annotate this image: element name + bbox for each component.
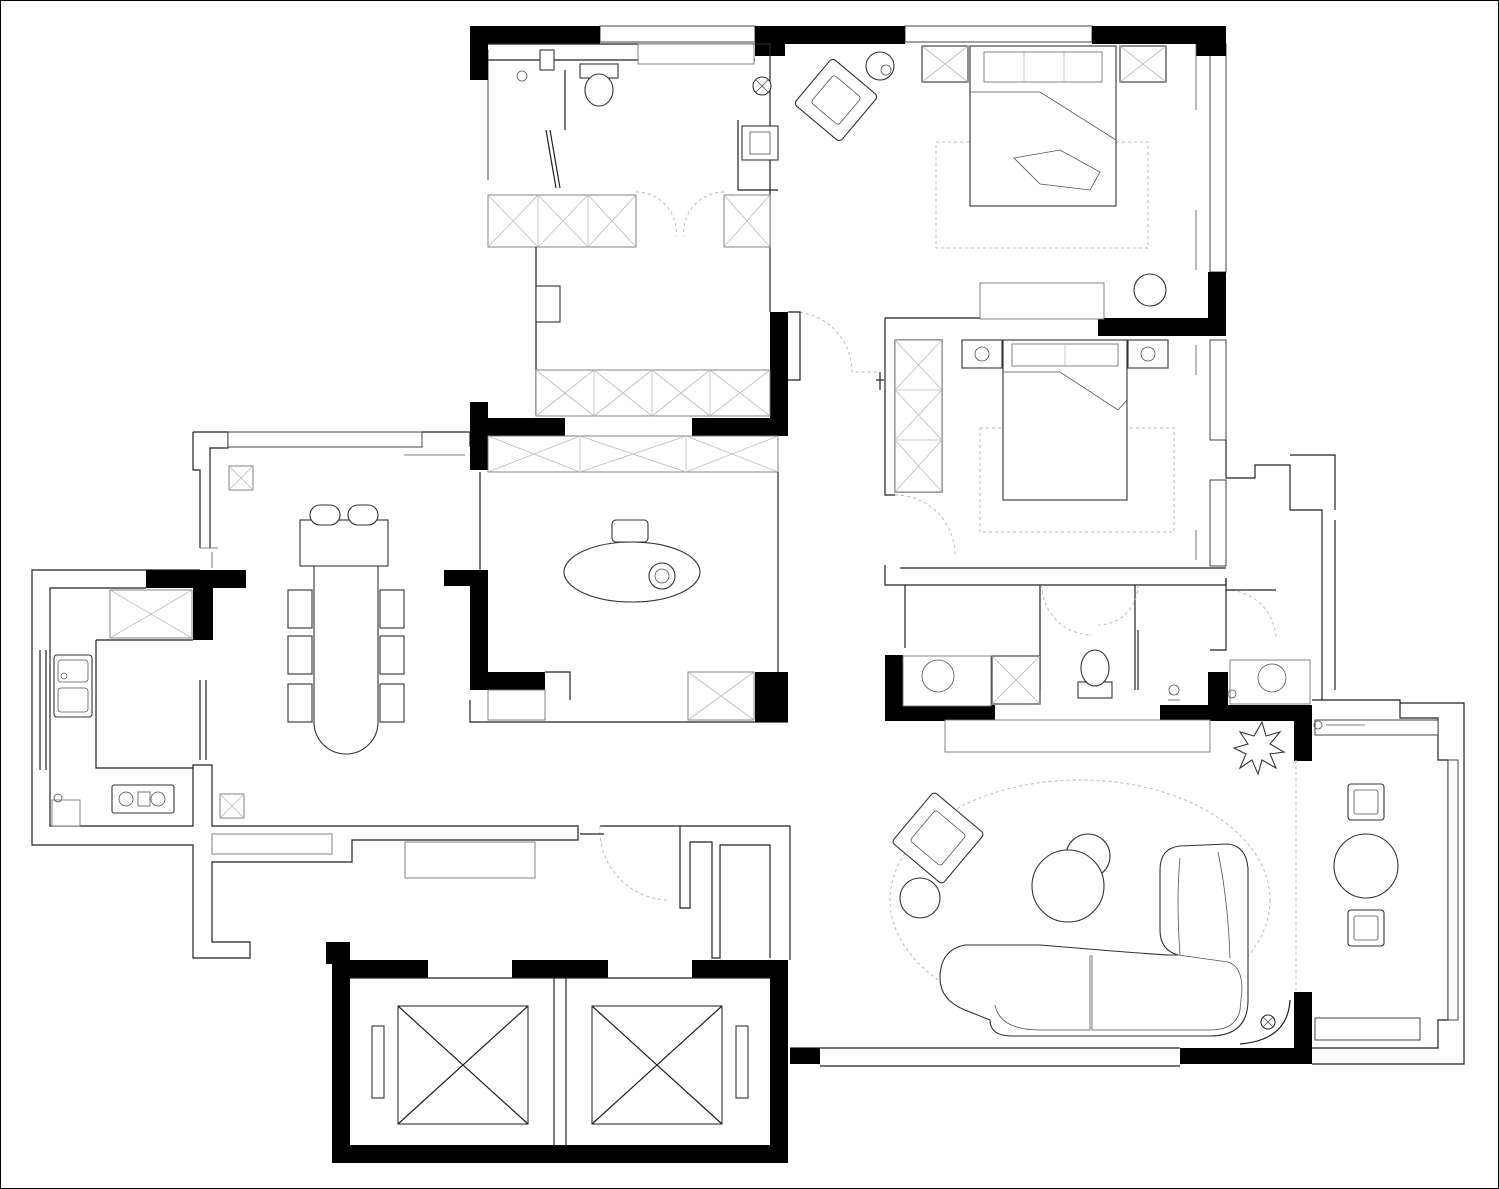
dining-chair: [287, 589, 313, 629]
bath-fixture: [539, 49, 555, 71]
vanity-stool: [535, 285, 561, 323]
washbasin: [741, 125, 779, 161]
balcony: [1313, 720, 1399, 947]
shoe-cabinet: [404, 841, 536, 879]
dressing-cabinet: [535, 369, 771, 417]
dining-table: [313, 565, 379, 755]
kitchen: [51, 589, 207, 827]
lounge-armchair: [794, 58, 878, 142]
toilet: [584, 73, 614, 107]
dining-chair: [287, 683, 313, 723]
bedroom-rug: [935, 141, 1149, 249]
wardrobe: [487, 194, 637, 248]
ottoman: [1133, 273, 1167, 307]
master-bedroom: [794, 44, 1197, 320]
laundry-cabinet: [902, 655, 992, 707]
entry-foyer: [211, 833, 604, 879]
tv-console: [944, 719, 1211, 753]
side-table: [865, 51, 895, 81]
elevator-counterweight-2: [735, 1025, 749, 1099]
sectional-sofa: [939, 843, 1249, 1037]
elevator-counterweight-1: [371, 1025, 385, 1099]
dining-sideboard: [299, 519, 389, 567]
wall-outlines: [31, 25, 1465, 1067]
nightstand: [961, 339, 1003, 369]
elevator-shafts: [350, 977, 770, 1145]
study-oval-desk: [563, 541, 701, 603]
second-bed: [1002, 339, 1128, 501]
balcony-table: [1333, 833, 1399, 899]
coffee-table-large: [1031, 849, 1105, 923]
vanity-2: [1229, 659, 1311, 705]
bench: [979, 282, 1105, 320]
balcony-chair: [1347, 909, 1385, 947]
living-room: [599, 719, 1297, 1045]
dining-chair: [379, 683, 405, 723]
second-bedroom: [876, 339, 1197, 560]
plant-icon: [1232, 720, 1286, 776]
structural-walls: [146, 26, 1312, 1163]
dining-chair: [379, 635, 405, 675]
study: [479, 435, 779, 721]
study-chair: [611, 519, 649, 543]
bed-pillows: [983, 51, 1103, 83]
entry-bench: [211, 833, 333, 855]
kitchen-sink: [53, 654, 93, 718]
balcony-chair: [1347, 783, 1385, 821]
nightstand: [1127, 339, 1169, 369]
bedroom-wardrobe: [894, 339, 943, 493]
toilet-2: [1080, 649, 1110, 687]
desk-lamp: [648, 562, 676, 590]
laundry-bathroom: [902, 584, 1311, 707]
dining-chair: [287, 635, 313, 675]
kitchen-corner-cabinet: [51, 799, 81, 827]
side-table: [899, 877, 941, 919]
dining-area: [200, 454, 465, 819]
bathroom-dressing: [487, 43, 880, 417]
living-armchair: [892, 792, 984, 884]
dining-chair: [379, 589, 405, 629]
